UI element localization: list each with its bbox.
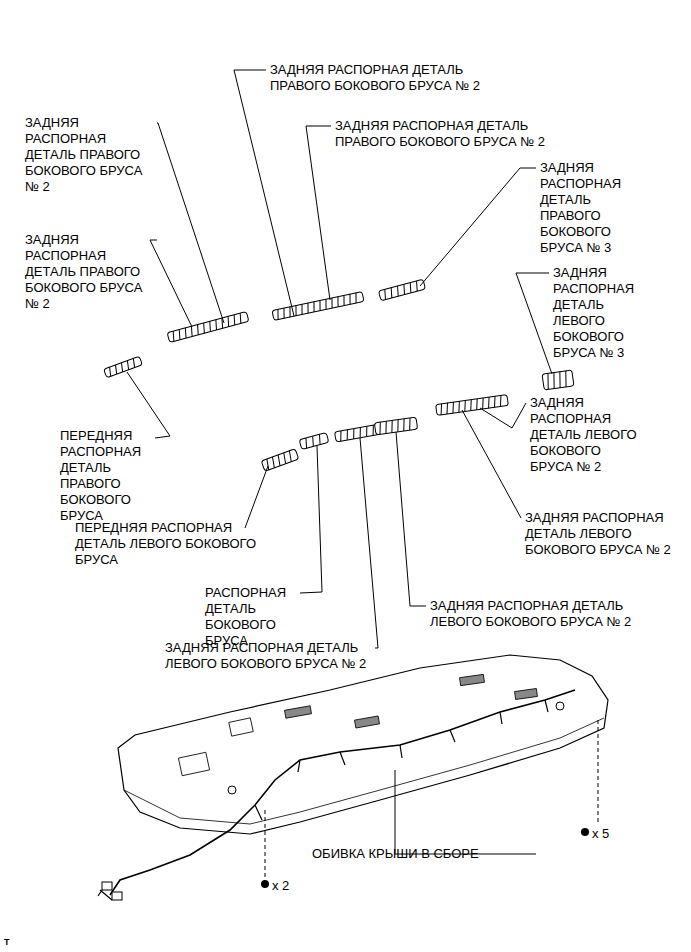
leader-line bbox=[462, 410, 521, 518]
spacer-part bbox=[378, 279, 425, 301]
part-label: ПЕРЕДНЯЯ РАСПОРНАЯ ДЕТАЛЬ ЛЕВОГО БОКОВОГ… bbox=[75, 520, 270, 568]
leader-line bbox=[420, 168, 536, 286]
leader-line bbox=[360, 438, 378, 648]
spacer-part bbox=[542, 370, 574, 390]
part-label: ЗАДНЯЯ РАСПОРНАЯ ДЕТАЛЬ ЛЕВОГО БОКОВОГО … bbox=[530, 395, 645, 475]
part-label: ЗАДНЯЯ РАСПОРНАЯ ДЕТАЛЬ ПРАВОГО БОКОВОГО… bbox=[25, 115, 153, 195]
part-label: ЗАДНЯЯ РАСПОРНАЯ ДЕТАЛЬ ЛЕВОГО БОКОВОГО … bbox=[553, 265, 641, 361]
leader-line bbox=[300, 446, 322, 593]
part-label: ЗАДНЯЯ РАСПОРНАЯ ДЕТАЛЬ ПРАВОГО БОКОВОГО… bbox=[540, 160, 628, 256]
part-label: ПЕРЕДНЯЯ РАСПОРНАЯ ДЕТАЛЬ ПРАВОГО БОКОВО… bbox=[60, 428, 170, 524]
part-label: ЗАДНЯЯ РАСПОРНАЯ ДЕТАЛЬ ПРАВОГО БОКОВОГО… bbox=[25, 232, 153, 312]
leader-line bbox=[234, 70, 294, 316]
headliner-illustration bbox=[98, 655, 608, 900]
part-label: ЗАДНЯЯ РАСПОРНАЯ ДЕТАЛЬ ЛЕВОГО БОКОВОГО … bbox=[430, 598, 665, 630]
leader-line bbox=[516, 273, 552, 374]
callout-number: x 2 bbox=[272, 878, 312, 894]
spacer-part bbox=[167, 312, 249, 343]
spacer-part bbox=[272, 292, 364, 321]
part-label: РАСПОРНАЯ ДЕТАЛЬ БОКОВОГО БРУСА bbox=[205, 585, 315, 649]
leader-line bbox=[150, 240, 192, 327]
callout-number: T bbox=[4, 934, 24, 950]
part-label: ОБИВКА КРЫШИ В СБОРЕ bbox=[312, 846, 532, 862]
leader-line bbox=[127, 372, 170, 438]
spacer-part bbox=[299, 433, 329, 450]
part-label: ЗАДНЯЯ РАСПОРНАЯ ДЕТАЛЬ ЛЕВОГО БОКОВОГО … bbox=[525, 510, 685, 558]
leader-line bbox=[480, 403, 526, 428]
part-label: ЗАДНЯЯ РАСПОРНАЯ ДЕТАЛЬ ПРАВОГО БОКОВОГО… bbox=[270, 62, 505, 94]
leader-line bbox=[306, 126, 331, 300]
spacer-part bbox=[436, 395, 509, 416]
leader-line bbox=[396, 432, 426, 606]
part-label: ЗАДНЯЯ РАСПОРНАЯ ДЕТАЛЬ ЛЕВОГО БОКОВОГО … bbox=[165, 640, 400, 672]
part-label: ЗАДНЯЯ РАСПОРНАЯ ДЕТАЛЬ ПРАВОГО БОКОВОГО… bbox=[335, 118, 570, 150]
leader-line bbox=[157, 123, 224, 323]
spacer-part bbox=[104, 356, 143, 377]
leader-line bbox=[395, 770, 536, 854]
callout-number: x 5 bbox=[592, 826, 632, 842]
leader-line bbox=[245, 466, 268, 528]
